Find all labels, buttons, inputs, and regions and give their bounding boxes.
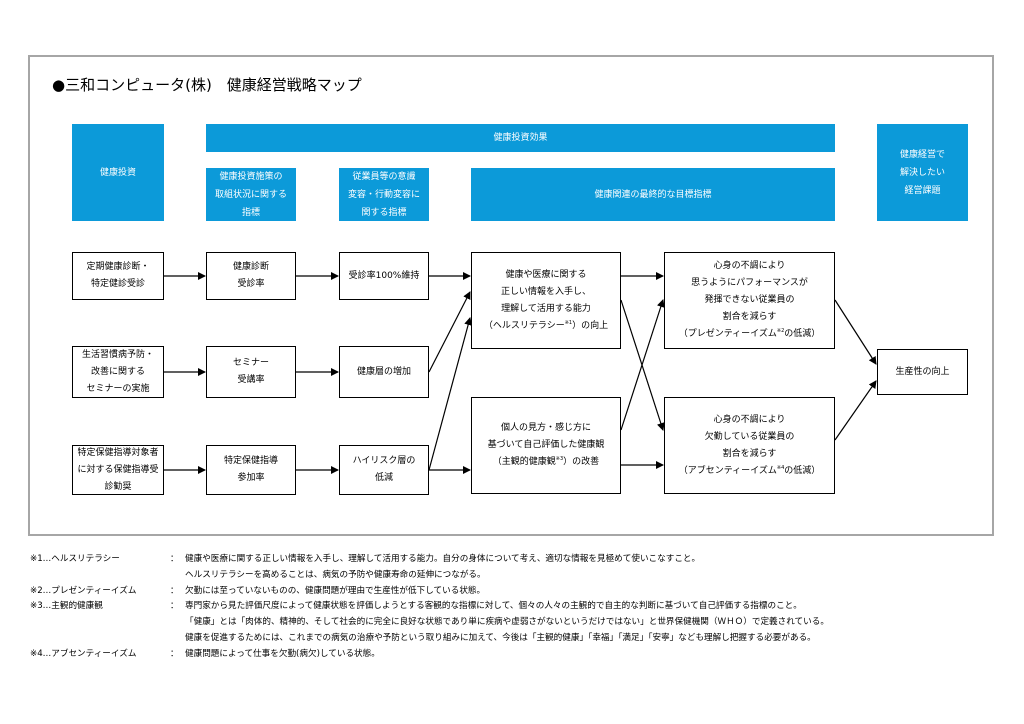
box-checkup: 定期健康診断・ 特定健診受診 — [72, 252, 164, 300]
footnotes: ※1…ヘルスリテラシー ： 健康や医療に関する正しい情報を入手し、理解して活用する能… — [30, 552, 829, 663]
arrow-healthy-to-literacy — [428, 291, 471, 373]
absenteeism-text-end: の低減） — [784, 465, 821, 476]
footnote-key: ※4…アブセンティーイズム — [30, 648, 137, 659]
box-seminar-program: 生活習慣病予防・ 改善に関する セミナーの実施 — [72, 346, 164, 398]
footnote-row: ※1…ヘルスリテラシー ： 健康や医療に関する正しい情報を入手し、理解して活用する能… — [30, 552, 829, 568]
box-absenteeism: 心身の不調により 欠勤している従業員の 割合を減らす （アブセンティーイズム※4… — [664, 397, 835, 494]
footnote-row: ※2…プレゼンティーイズム ： 欠勤には至っていないものの、健康問題が理由で生産性が… — [30, 584, 829, 600]
header-effect-awareness: 従業員等の意識 変容・行動変容に 関する指標 — [339, 168, 429, 221]
absenteeism-note-mark: ※4 — [776, 464, 785, 471]
footnote-row: 健康を促進するためには、これまでの病気の治療や予防という取り組みに加えて、今後は… — [30, 631, 829, 647]
box-seminar-rate: セミナー 受講率 — [206, 346, 296, 398]
diagram-frame — [28, 55, 994, 536]
box-highrisk-reduction: ハイリスク層の 低減 — [339, 445, 429, 495]
box-productivity: 生産性の向上 — [877, 349, 968, 395]
footnote-row: ヘルスリテラシーを高めることは、病気の予防や健康寿命の延伸につながる。 — [30, 568, 829, 584]
box-maintain-rate: 受診率100%維持 — [339, 252, 429, 300]
subjective-text-end: ）の改善 — [563, 457, 600, 467]
footnote-key: ※3…主観的健康観 — [30, 601, 103, 612]
header-effect-measures: 健康投資施策の 取組状況に関する 指標 — [206, 168, 296, 221]
footnote-text: 専門家から見た評価尺度によって健康状態を評価しようとする客観的な指標に対して、個… — [185, 601, 802, 612]
footnote-text: ヘルスリテラシーを高めることは、病気の予防や健康寿命の延伸につながる。 — [185, 569, 486, 580]
header-effect-final: 健康関連の最終的な目標指標 — [471, 168, 835, 221]
footnote-key: ※1…ヘルスリテラシー — [30, 554, 120, 564]
presenteeism-text: 心身の不調により 思うようにパフォーマンスが 発揮できない従業員の 割合を減らす… — [678, 261, 808, 339]
subjective-note-mark: ※3 — [555, 456, 564, 462]
literacy-text: 健康や医療に関する 正しい情報を入手し、 理解して活用する能力 （ヘルスリテラシ… — [483, 269, 591, 331]
footnote-colon: ： — [170, 601, 179, 612]
footnote-colon — [170, 631, 185, 647]
box-guidance-recommendation: 特定保健指導対象者 に対する保健指導受 診勧奨 — [72, 445, 164, 495]
subjective-text: 個人の見方・感じ方に 基づいて自己評価した健康観 （主観的健康観 — [487, 423, 605, 467]
footnote-colon — [170, 615, 185, 631]
box-healthy-increase: 健康層の増加 — [339, 346, 429, 398]
presenteeism-note-mark: ※2 — [776, 328, 785, 334]
footnote-key — [30, 631, 170, 647]
page-title: ●三和コンピュータ(株) 健康経営戦略マップ — [52, 76, 362, 94]
footnote-text: 健康を促進するためには、これまでの病気の治療や予防という取り組みに加えて、今後は… — [185, 632, 816, 643]
footnote-row: ※3…主観的健康観 ： 専門家から見た評価尺度によって健康状態を評価しようとする客観… — [30, 599, 829, 615]
footnote-text: 欠勤には至っていないものの、健康問題が理由で生産性が低下している状態。 — [185, 585, 486, 596]
literacy-text-end: ）の向上 — [572, 320, 609, 331]
footnote-colon — [170, 568, 185, 584]
footnote-colon: ： — [170, 554, 179, 564]
presenteeism-text-end: の低減） — [784, 329, 821, 339]
footnote-text: 健康や医療に関する正しい情報を入手し、理解して活用する能力。自分の身体について考… — [185, 554, 701, 564]
absenteeism-text: 心身の不調により 欠勤している従業員の 割合を減らす （アブセンティーイズム — [678, 414, 795, 476]
box-checkup-rate: 健康診断 受診率 — [206, 252, 296, 300]
footnote-text: 「健康」とは「肉体的、精神的、そして社会的に完全に良好な状態であり単に疾病や虚弱… — [185, 617, 829, 628]
arrow-presenteeism-to-productivity — [834, 299, 877, 365]
footnote-colon: ： — [170, 585, 179, 596]
header-issue: 健康経営で 解決したい 経営課題 — [877, 124, 968, 221]
box-health-literacy: 健康や医療に関する 正しい情報を入手し、 理解して活用する能力 （ヘルスリテラシ… — [471, 252, 621, 349]
footnote-key: ※2…プレゼンティーイズム — [30, 585, 137, 596]
header-investment: 健康投資 — [72, 124, 164, 221]
footnote-colon: ： — [170, 648, 179, 659]
arrow-subjective-to-presenteeism — [620, 299, 665, 431]
footnote-key — [30, 568, 170, 584]
arrow-highrisk-to-literacy — [428, 317, 473, 471]
footnote-row: 「健康」とは「肉体的、精神的、そして社会的に完全に良好な状態であり単に疾病や虚弱… — [30, 615, 829, 631]
footnote-row: ※4…アブセンティーイズム ： 健康問題によって仕事を欠勤(病欠)している状態。 — [30, 647, 829, 663]
arrow-absenteeism-to-productivity — [834, 380, 877, 441]
header-effects: 健康投資効果 — [206, 124, 835, 152]
literacy-note-mark: ※1 — [564, 319, 573, 326]
footnote-key — [30, 615, 170, 631]
box-subjective-health: 個人の見方・感じ方に 基づいて自己評価した健康観 （主観的健康観※3）の改善 — [471, 397, 621, 494]
footnote-text: 健康問題によって仕事を欠勤(病欠)している状態。 — [185, 648, 380, 659]
box-guidance-rate: 特定保健指導 参加率 — [206, 445, 296, 495]
box-presenteeism: 心身の不調により 思うようにパフォーマンスが 発揮できない従業員の 割合を減らす… — [664, 252, 835, 349]
